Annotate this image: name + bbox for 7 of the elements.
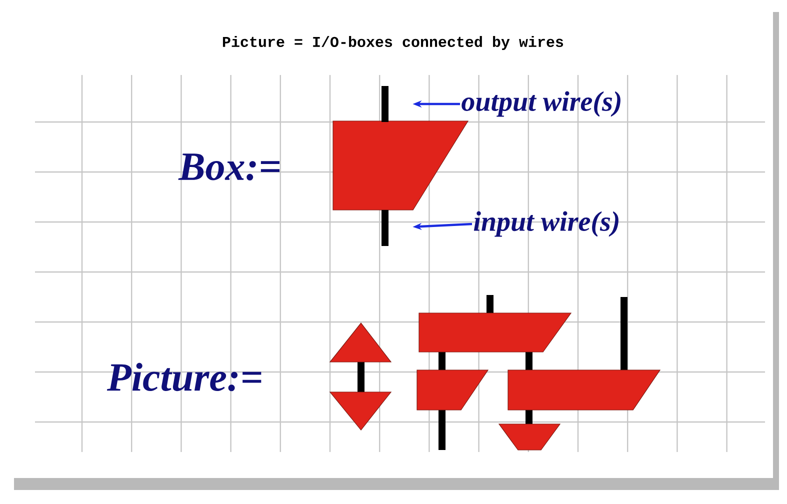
wire	[382, 210, 388, 246]
title: Picture = I/O-boxes connected by wires	[222, 36, 564, 50]
wire	[382, 86, 388, 122]
wire-label: output wire(s)	[462, 91, 620, 117]
definition-label: Box:=	[178, 154, 280, 180]
wire-label: input wire(s)	[474, 211, 618, 237]
definition-label: Picture:=	[106, 362, 262, 392]
